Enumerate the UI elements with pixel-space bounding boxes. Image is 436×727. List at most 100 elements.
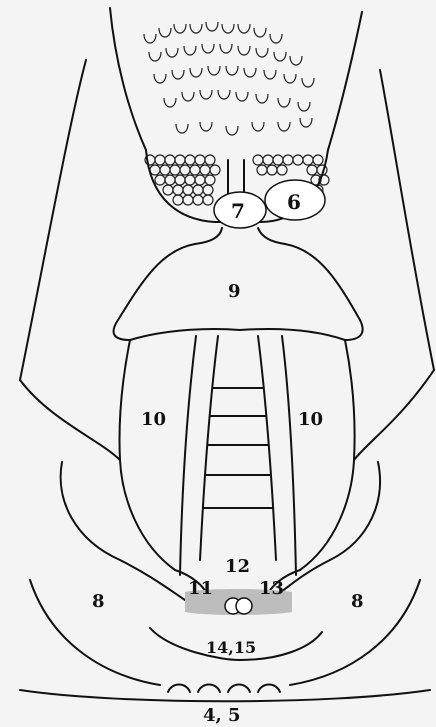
cell-mark bbox=[173, 195, 183, 205]
cell-mark bbox=[273, 155, 283, 165]
cell-mark bbox=[307, 165, 317, 175]
lobe-right-outline bbox=[270, 370, 434, 600]
cup-mark bbox=[236, 92, 248, 101]
cell-mark bbox=[195, 175, 205, 185]
cup-mark bbox=[182, 92, 194, 101]
cup-mark bbox=[274, 52, 286, 61]
cup-mark bbox=[238, 24, 250, 33]
outer-right-line bbox=[380, 70, 434, 370]
cell-mark bbox=[180, 165, 190, 175]
cup-marks bbox=[144, 22, 314, 135]
cup-mark bbox=[200, 122, 212, 131]
cup-mark bbox=[238, 46, 250, 55]
label-7: 7 bbox=[231, 199, 245, 223]
cell-mark bbox=[175, 175, 185, 185]
cell-mark bbox=[163, 185, 173, 195]
head-right-outline bbox=[328, 12, 362, 150]
label-8-left: 8 bbox=[92, 591, 105, 612]
label-11: 11 bbox=[188, 578, 213, 599]
inner-right-diagonal bbox=[282, 336, 296, 575]
cell-mark bbox=[190, 165, 200, 175]
cup-mark bbox=[226, 126, 238, 135]
bottom-bumps bbox=[168, 685, 280, 693]
cup-mark bbox=[220, 44, 232, 53]
cup-mark bbox=[278, 98, 290, 107]
label-9: 9 bbox=[228, 281, 241, 302]
cup-mark bbox=[226, 66, 238, 75]
cell-mark bbox=[303, 155, 313, 165]
cell-mark bbox=[205, 175, 215, 185]
neck-curve bbox=[195, 228, 285, 244]
bottom-baseline bbox=[20, 690, 430, 701]
cup-mark bbox=[256, 94, 268, 103]
cell-mark bbox=[257, 165, 267, 175]
cup-mark bbox=[166, 48, 178, 57]
ladder-right-rail bbox=[258, 336, 276, 560]
cell-mark bbox=[183, 185, 193, 195]
cup-mark bbox=[256, 48, 268, 57]
label-14-15: 14,15 bbox=[206, 638, 256, 657]
cup-mark bbox=[278, 122, 290, 131]
cup-mark bbox=[222, 24, 234, 33]
cup-mark bbox=[298, 102, 310, 111]
label-8-right: 8 bbox=[351, 591, 364, 612]
cell-mark bbox=[253, 155, 263, 165]
cup-mark bbox=[144, 34, 156, 43]
cell-mark bbox=[170, 165, 180, 175]
label-12: 12 bbox=[225, 556, 250, 577]
cell-mark bbox=[193, 195, 203, 205]
label-4-5: 4, 5 bbox=[203, 705, 241, 726]
cup-mark bbox=[302, 78, 314, 87]
cell-mark bbox=[203, 195, 213, 205]
cup-mark bbox=[218, 90, 230, 99]
cup-mark bbox=[190, 24, 202, 33]
cell-mark bbox=[160, 165, 170, 175]
inner-left-diagonal bbox=[180, 336, 196, 575]
cell-mark bbox=[263, 155, 273, 165]
cup-mark bbox=[252, 122, 264, 131]
cell-mark bbox=[283, 155, 293, 165]
cell-mark bbox=[195, 155, 205, 165]
ladder-rungs bbox=[204, 388, 272, 508]
cup-mark bbox=[176, 124, 188, 133]
cup-mark bbox=[164, 98, 176, 107]
cup-mark bbox=[284, 74, 296, 83]
cell-mark bbox=[183, 195, 193, 205]
cell-mark bbox=[173, 185, 183, 195]
cup-mark bbox=[270, 34, 282, 43]
outer-left-line bbox=[20, 60, 86, 380]
label-13: 13 bbox=[259, 578, 284, 599]
cell-mark bbox=[165, 175, 175, 185]
cell-mark bbox=[185, 155, 195, 165]
cup-mark bbox=[184, 46, 196, 55]
ladder-left-rail bbox=[200, 336, 218, 560]
cell-mark bbox=[193, 185, 203, 195]
cell-mark bbox=[277, 165, 287, 175]
cup-mark bbox=[244, 68, 256, 77]
cell-mark bbox=[185, 175, 195, 185]
cell-mark bbox=[165, 155, 175, 165]
cup-mark bbox=[254, 28, 266, 37]
cup-mark bbox=[172, 70, 184, 79]
knob-right bbox=[236, 598, 252, 614]
cell-mark bbox=[200, 165, 210, 175]
cell-mark bbox=[155, 155, 165, 165]
region-10-left-outline bbox=[119, 340, 175, 570]
cup-mark bbox=[149, 52, 161, 61]
cup-mark bbox=[159, 28, 171, 37]
cell-mark bbox=[293, 155, 303, 165]
cup-mark bbox=[154, 74, 166, 83]
cup-mark bbox=[202, 44, 214, 53]
inner-arch bbox=[130, 329, 345, 340]
cup-mark bbox=[208, 66, 220, 75]
head-left-outline bbox=[110, 8, 146, 150]
cell-mark bbox=[205, 155, 215, 165]
cell-mark bbox=[313, 155, 323, 165]
cup-mark bbox=[190, 68, 202, 77]
cell-mark bbox=[210, 165, 220, 175]
label-6: 6 bbox=[287, 190, 301, 214]
cup-mark bbox=[206, 22, 218, 31]
cell-mark bbox=[175, 155, 185, 165]
